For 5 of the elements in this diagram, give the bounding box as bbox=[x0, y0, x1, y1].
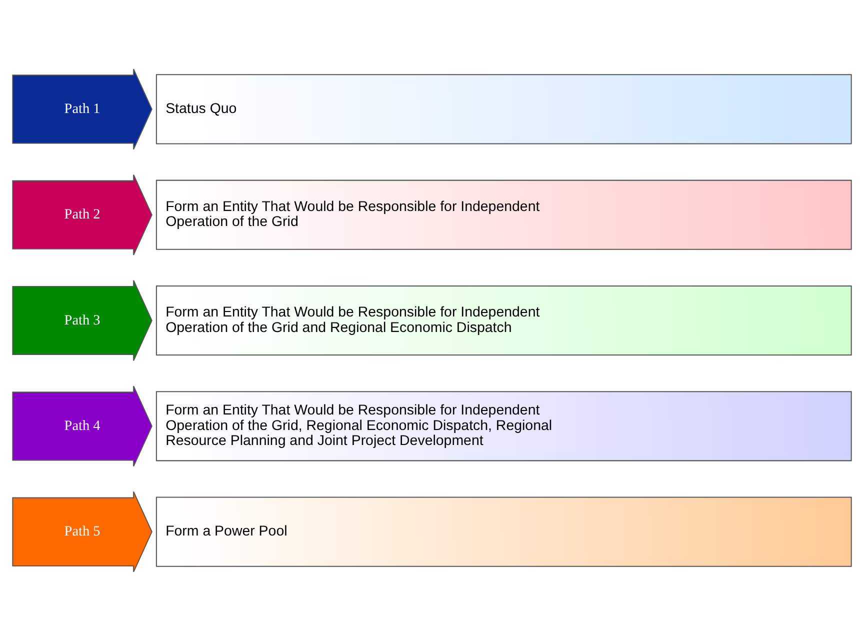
node-box: Status Quo bbox=[156, 74, 852, 144]
node-box: Form an Entity That Would be Responsible for Independent Operation of the Grid, Regional Economic Dispatch, Regional Resource Planning and Joint Project Development bbox=[156, 391, 852, 462]
node-box: Form a Power Pool bbox=[156, 496, 852, 567]
node-box: Form an Entity That Would be Responsible for Independent Operation of the Grid bbox=[156, 180, 852, 250]
node-box: Form an Entity That Would be Responsible for Independent Operation of the Grid and Regional Economic Dispatch bbox=[156, 285, 852, 356]
